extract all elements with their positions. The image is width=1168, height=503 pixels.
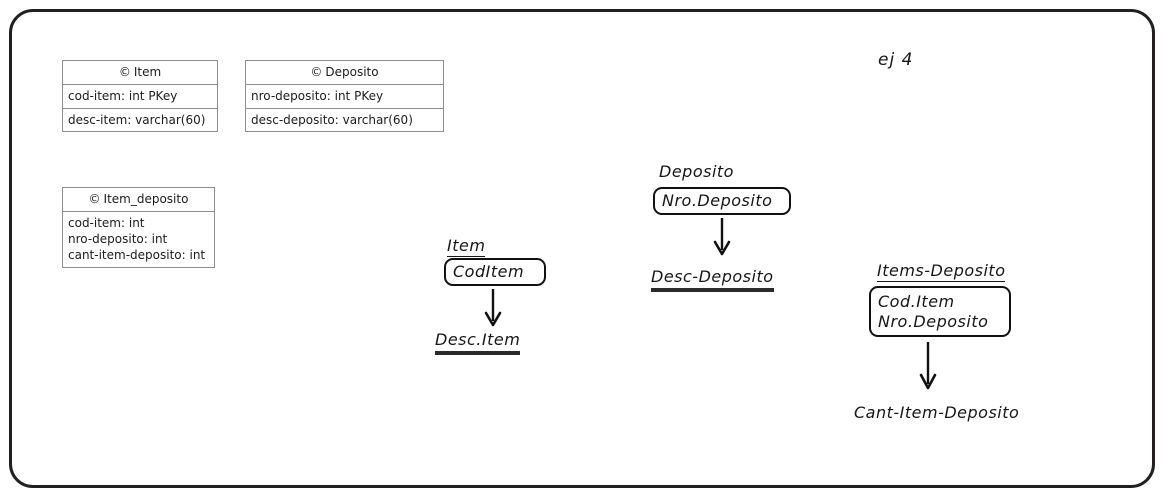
class-circle-icon: © — [310, 65, 323, 79]
class-circle-icon: © — [118, 65, 131, 79]
fd-arrow-deposito — [710, 218, 734, 260]
uml-class-item-deposito: ©Item_deposito cod-item: int nro-deposit… — [62, 187, 215, 268]
uml-attribute-row: cod-item: int — [68, 216, 145, 230]
uml-class-name: Deposito — [325, 65, 379, 79]
fd-arrow-items-deposito — [916, 342, 940, 394]
uml-attribute-block: cod-item: int nro-deposito: int cant-ite… — [63, 212, 214, 268]
fd-key: Cod.Item — [878, 291, 955, 311]
fd-title-items-deposito: Items-Deposito — [877, 261, 1006, 282]
uml-class-title: ©Item_deposito — [63, 188, 214, 212]
fd-title-deposito: Deposito — [659, 162, 734, 181]
fd-key: Nro.Deposito — [878, 311, 989, 331]
uml-attribute-row: cod-item: int PKey — [63, 85, 217, 109]
uml-class-item: ©Item cod-item: int PKey desc-item: varc… — [62, 60, 218, 132]
uml-class-name: Item — [133, 65, 162, 79]
fd-key-box-deposito: Nro.Deposito — [653, 187, 791, 215]
uml-class-deposito: ©Deposito nro-deposito: int PKey desc-de… — [245, 60, 444, 132]
uml-class-name: Item_deposito — [103, 192, 189, 206]
uml-attribute-row: nro-deposito: int PKey — [246, 85, 443, 109]
uml-class-title: ©Deposito — [246, 61, 443, 85]
fd-key-box-item: CodItem — [444, 258, 546, 286]
uml-operations-compartment — [63, 268, 214, 275]
uml-class-title: ©Item — [63, 61, 217, 85]
exercise-label: ej 4 — [878, 50, 914, 70]
fd-key-box-items-deposito: Cod.Item Nro.Deposito — [869, 286, 1011, 337]
uml-attribute-row: desc-deposito: varchar(60) — [251, 113, 413, 127]
fd-dependent-deposito: Desc-Deposito — [651, 267, 774, 292]
fd-key: Nro.Deposito — [662, 191, 773, 210]
fd-arrow-item — [481, 289, 505, 331]
uml-attribute-row: cant-item-deposito: int — [68, 248, 206, 262]
uml-attribute-row: nro-deposito: int — [68, 232, 168, 246]
fd-title-item: Item — [447, 236, 486, 257]
uml-attribute-row: desc-item: varchar(60) — [68, 113, 206, 127]
fd-key: CodItem — [453, 262, 525, 281]
class-circle-icon: © — [88, 192, 101, 206]
fd-dependent-item: Desc.Item — [435, 330, 521, 355]
fd-dependent-items-deposito: Cant-Item-Deposito — [854, 403, 1020, 422]
